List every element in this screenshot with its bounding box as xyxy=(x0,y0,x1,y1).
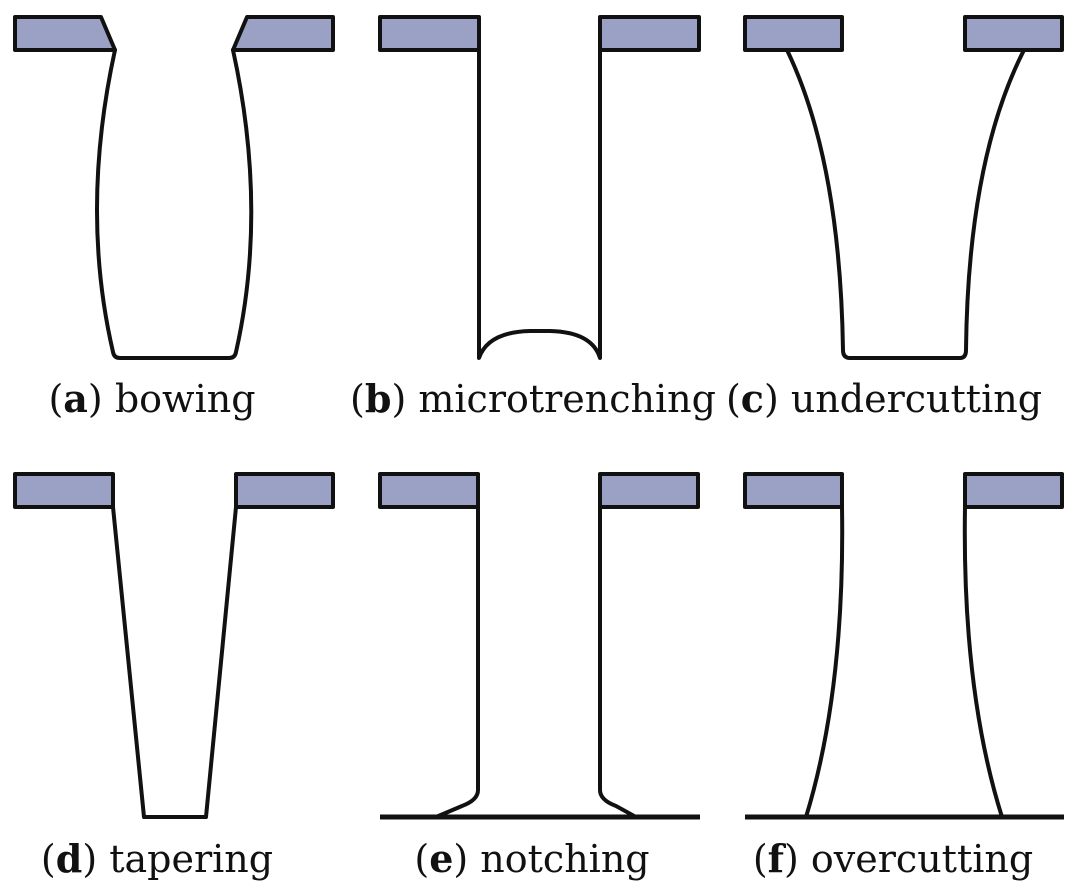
panel-f-left-mask xyxy=(743,472,844,509)
panel-d-tapered-profile xyxy=(111,505,238,819)
caption-b-letter: b xyxy=(364,376,392,421)
panel-d-right-mask xyxy=(234,472,335,509)
panel-d-left-mask xyxy=(13,472,115,509)
caption-d-letter: d xyxy=(55,836,83,881)
panel-e-left-mask xyxy=(378,472,480,509)
panel-d-tapering xyxy=(13,472,335,819)
panel-f-right-mask xyxy=(963,472,1064,509)
panel-a-bowing xyxy=(13,15,335,360)
panel-b-microtrenching xyxy=(378,15,701,360)
caption-a: (a) bowing xyxy=(48,376,256,421)
caption-c-letter: c xyxy=(740,376,764,421)
caption-f-name: overcutting xyxy=(810,837,1034,881)
caption-f-letter: f xyxy=(767,836,785,881)
caption-a-letter: a xyxy=(63,376,88,421)
caption-b: (b) microtrenching xyxy=(350,376,716,421)
caption-d: (d) tapering xyxy=(40,836,274,881)
caption-e-name: notching xyxy=(480,837,650,881)
panel-c-left-mask xyxy=(743,15,844,52)
panel-e-left-notched-wall xyxy=(434,505,480,819)
panel-b-trench-profile xyxy=(477,48,602,360)
panel-e-right-mask xyxy=(598,472,700,509)
caption-c-name: undercutting xyxy=(790,377,1043,421)
panel-a-bowed-profile xyxy=(95,48,254,360)
caption-e: (e) notching xyxy=(414,836,650,881)
caption-b-name: microtrenching xyxy=(418,377,716,421)
panel-c-undercut-profile xyxy=(785,48,1026,360)
panel-e-right-notched-wall xyxy=(598,505,638,819)
panel-f-overcutting xyxy=(743,472,1064,820)
panel-c-undercutting xyxy=(743,15,1064,360)
panel-b-left-mask xyxy=(378,15,481,52)
panel-a-right-mask xyxy=(231,15,335,52)
caption-d-name: tapering xyxy=(109,837,274,881)
caption-e-letter: e xyxy=(429,836,454,881)
panel-f-left-overcut-wall xyxy=(804,505,845,819)
panel-a-left-mask xyxy=(13,15,117,52)
panel-c-right-mask xyxy=(963,15,1064,52)
panel-b-right-mask xyxy=(598,15,701,52)
caption-c: (c) undercutting xyxy=(725,376,1043,421)
panel-f-right-overcut-wall xyxy=(962,505,1004,819)
panel-e-notching xyxy=(378,472,700,820)
caption-a-name: bowing xyxy=(114,377,256,421)
caption-f: (f) overcutting xyxy=(752,836,1034,881)
